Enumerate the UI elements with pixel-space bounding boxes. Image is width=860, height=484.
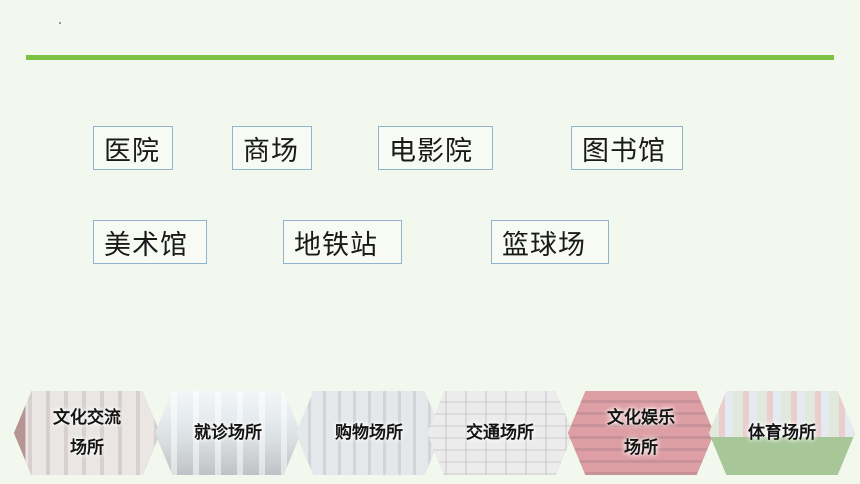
category-shopping[interactable]: 购物场所 <box>296 391 442 475</box>
category-sports[interactable]: 体育场所 <box>709 391 855 475</box>
word-label: 商场 <box>243 135 299 167</box>
category-entertainment[interactable]: 文化娱乐 场所 <box>568 391 714 475</box>
category-label: 文化交流 场所 <box>53 408 121 458</box>
category-label: 就诊场所 <box>194 423 262 443</box>
word-box-hospital[interactable]: 医院 <box>93 126 173 170</box>
category-label: 交通场所 <box>466 423 534 443</box>
museum-photo <box>14 391 160 475</box>
word-box-library[interactable]: 图书馆 <box>571 126 683 170</box>
category-label: 体育场所 <box>748 423 816 443</box>
word-label: 电影院 <box>389 135 473 167</box>
category-transport[interactable]: 交通场所 <box>427 391 573 475</box>
category-label: 文化娱乐 场所 <box>607 408 675 458</box>
category-label: 购物场所 <box>335 423 403 443</box>
category-medical[interactable]: 就诊场所 <box>155 391 301 475</box>
header-divider <box>26 55 834 60</box>
word-box-mall[interactable]: 商场 <box>232 126 312 170</box>
station-photo <box>427 391 573 475</box>
hospital-photo <box>155 391 301 475</box>
category-culture-exchange[interactable]: 文化交流 场所 <box>14 391 160 475</box>
mall-photo <box>296 391 442 475</box>
theater-photo <box>568 391 714 475</box>
stadium-photo <box>709 391 855 475</box>
word-box-art-museum[interactable]: 美术馆 <box>93 220 207 264</box>
word-label: 地铁站 <box>294 229 378 261</box>
word-label: 医院 <box>104 135 160 167</box>
word-box-cinema[interactable]: 电影院 <box>378 126 493 170</box>
word-label: 篮球场 <box>502 229 586 261</box>
word-box-subway-station[interactable]: 地铁站 <box>283 220 402 264</box>
decorative-dot <box>59 22 61 24</box>
word-label: 图书馆 <box>582 135 666 167</box>
word-box-basketball-court[interactable]: 篮球场 <box>491 220 609 264</box>
word-label: 美术馆 <box>104 229 188 261</box>
